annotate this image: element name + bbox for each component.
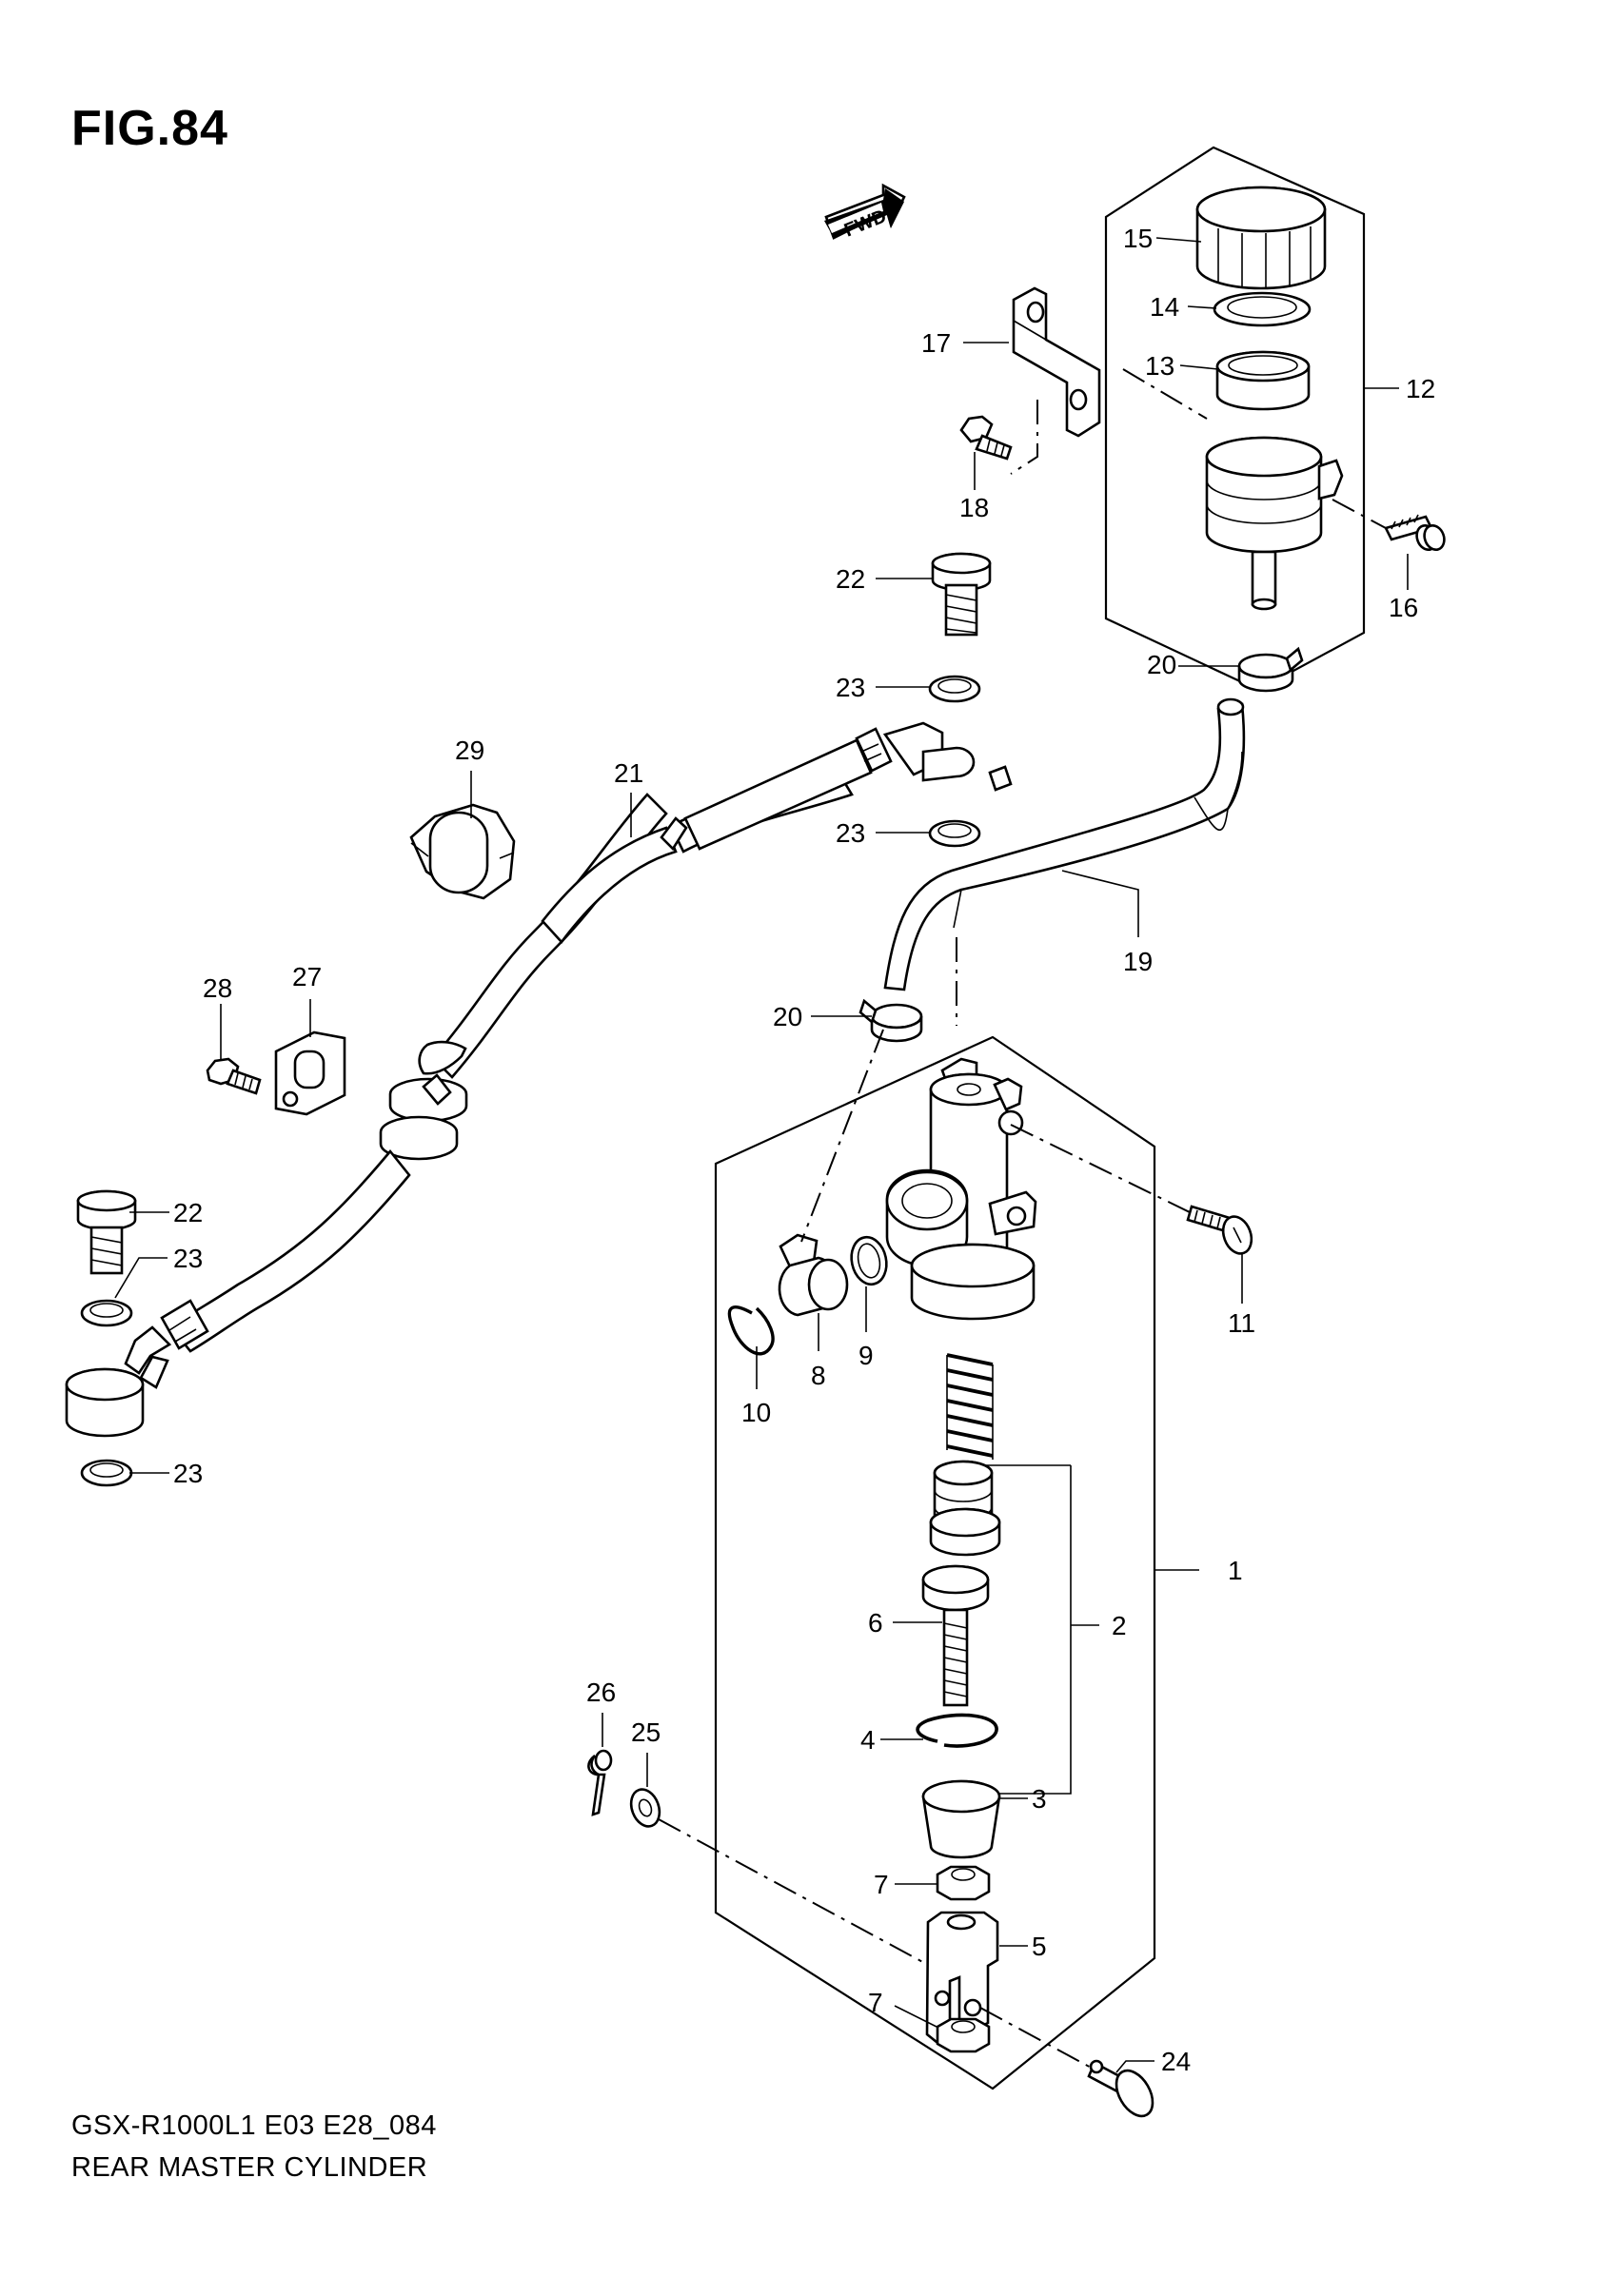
callout-11: 11: [1228, 1308, 1255, 1338]
bracket-bolt: [959, 415, 1013, 461]
brake-hose: [65, 721, 1013, 1438]
reservoir-diaphragm: [1215, 350, 1311, 411]
callout-7-lower: 7: [868, 1988, 883, 2017]
callout-13: 13: [1145, 351, 1174, 381]
callout-12: 12: [1406, 374, 1435, 403]
hose-clip-upper: [1237, 646, 1304, 693]
master-cylinder-body: [885, 1057, 1037, 1321]
washer-lower-b: [80, 1459, 133, 1487]
figure-title: FIG.84: [71, 101, 228, 156]
leader-lines: [114, 237, 1409, 2073]
hose-clip-lower: [858, 998, 923, 1043]
callout-22-lower: 22: [173, 1198, 203, 1227]
callout-9: 9: [858, 1341, 874, 1370]
callout-21: 21: [614, 758, 643, 788]
callout-28: 28: [203, 973, 232, 1003]
reservoir-cap: [1195, 186, 1327, 290]
callout-23-a: 23: [836, 673, 865, 702]
washer-lower-a: [80, 1299, 133, 1327]
callout-26: 26: [586, 1678, 616, 1707]
callout-3: 3: [1032, 1784, 1047, 1814]
dust-boot: [921, 1779, 1001, 1859]
master-cylinder-assembly-box: [714, 1035, 1156, 2090]
reservoir-body: [1205, 436, 1344, 611]
callout-25: 25: [631, 1717, 661, 1747]
clevis-pin: [1087, 2059, 1154, 2118]
callout-23-b: 23: [836, 818, 865, 848]
piston-assembly: [929, 1460, 1001, 1557]
callout-15: 15: [1123, 224, 1153, 253]
fwd-arrow-icon: FWD: [824, 183, 906, 242]
hose-clamp-29: [409, 803, 516, 900]
return-spring: [946, 1353, 994, 1460]
hose-connector: [778, 1233, 849, 1317]
figure-name: REAR MASTER CYLINDER: [71, 2152, 428, 2183]
callout-1: 1: [1228, 1556, 1243, 1585]
cotter-pin: [587, 1749, 613, 1816]
callout-7-upper: 7: [874, 1870, 889, 1899]
callout-17: 17: [921, 328, 951, 358]
callout-8: 8: [811, 1361, 826, 1390]
callout-20-upper: 20: [1147, 650, 1176, 679]
push-rod: [921, 1564, 990, 1707]
lock-nut-lower: [936, 2017, 991, 2053]
washer-upper-b: [928, 819, 981, 848]
circlip: [727, 1305, 775, 1356]
callout-14: 14: [1150, 292, 1179, 322]
callout-22-upper: 22: [836, 564, 865, 594]
callout-29: 29: [455, 736, 484, 765]
callout-27: 27: [292, 962, 322, 991]
reservoir-plate: [1213, 291, 1312, 327]
reservoir-bolt: [1384, 514, 1446, 551]
callout-20-lower: 20: [773, 1002, 802, 1031]
model-code: GSX-R1000L1 E03 E28_084: [71, 2110, 437, 2141]
hose-clamp-27: [274, 1030, 346, 1116]
callout-labels: 15 14 13 12 16 17 18 22 23 23 20 19 21 2…: [173, 224, 1435, 2076]
callout-23-d: 23: [173, 1459, 203, 1488]
callout-19: 19: [1123, 947, 1153, 976]
o-ring: [850, 1235, 888, 1286]
banjo-bolt-lower: [76, 1189, 137, 1275]
callout-10: 10: [741, 1398, 771, 1427]
callout-5: 5: [1032, 1932, 1047, 1961]
cylinder-screw: [1186, 1205, 1253, 1255]
pin-washer: [629, 1788, 661, 1828]
reservoir-hose: [883, 697, 1246, 991]
callout-2: 2: [1112, 1611, 1127, 1640]
clamp-bolt: [206, 1057, 262, 1095]
callout-6: 6: [868, 1608, 883, 1638]
lock-nut-upper: [936, 1865, 991, 1901]
callout-23-c: 23: [173, 1244, 203, 1273]
callout-16: 16: [1389, 593, 1418, 622]
washer-upper-a: [928, 675, 981, 703]
callout-24: 24: [1161, 2047, 1191, 2076]
banjo-bolt-upper: [931, 552, 992, 637]
callout-4: 4: [860, 1725, 876, 1755]
snap-ring: [916, 1713, 998, 1748]
reservoir-bracket: [1012, 286, 1101, 438]
callout-18: 18: [959, 493, 989, 522]
